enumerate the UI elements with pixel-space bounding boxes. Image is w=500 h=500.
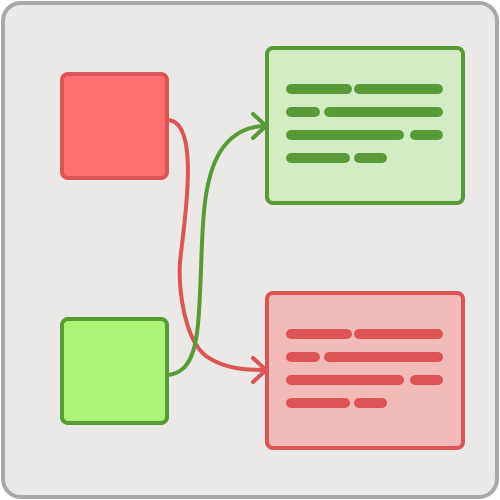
green-source-square	[60, 317, 169, 425]
green-card-frame	[265, 46, 465, 205]
red-target-card	[265, 291, 465, 450]
green-target-card	[265, 46, 465, 205]
green-connector-arrow	[166, 124, 268, 377]
red-connector-arrow	[166, 118, 268, 372]
red-source-square	[60, 72, 169, 180]
red-card-frame	[265, 291, 465, 450]
